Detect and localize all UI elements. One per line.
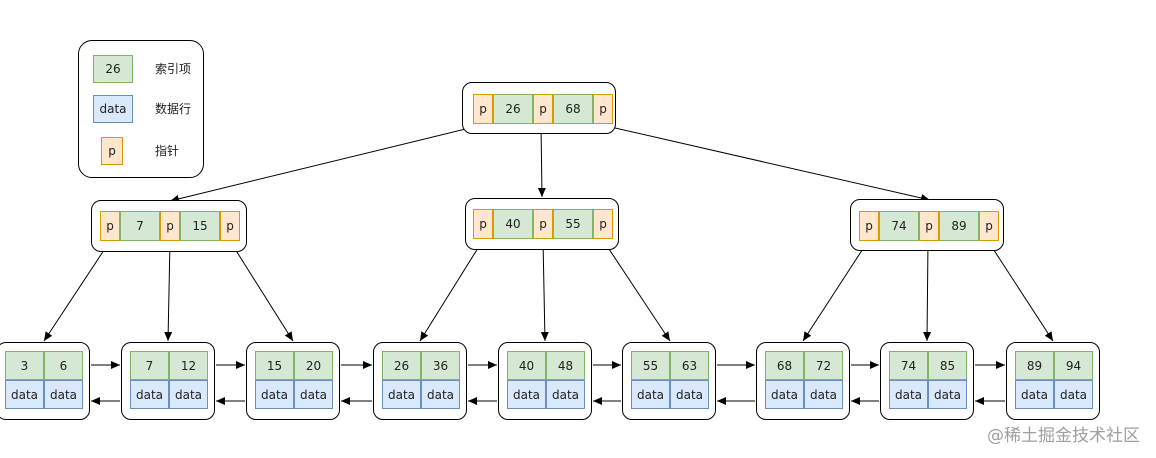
leaf-6-data-1: data bbox=[631, 380, 670, 409]
leaf-9-key-2: 94 bbox=[1054, 351, 1093, 380]
internal-node-3: p 74 p 89 p bbox=[850, 199, 1004, 251]
edge-internal-2-leaf-4 bbox=[419, 239, 484, 342]
internal-2-pointer-1: p bbox=[473, 209, 493, 239]
leaf-1-data-2: data bbox=[44, 380, 83, 409]
legend-item-index: 26 索引项 bbox=[79, 55, 205, 83]
edge-root-internal-3 bbox=[601, 124, 931, 202]
leaf-8-key-2: 85 bbox=[928, 351, 967, 380]
leaf-7-data-2: data bbox=[804, 380, 843, 409]
root-key-1: 26 bbox=[493, 94, 533, 124]
leaf-1-key-1: 3 bbox=[5, 351, 44, 380]
legend-swatch-data: data bbox=[93, 95, 133, 123]
internal-1-key-1: 7 bbox=[120, 211, 160, 241]
internal-node-2: p 40 p 55 p bbox=[465, 198, 619, 250]
internal-1-pointer-2: p bbox=[160, 211, 180, 241]
internal-3-key-1: 74 bbox=[879, 211, 919, 241]
leaf-7-key-2: 72 bbox=[804, 351, 843, 380]
leaf-9-data-2: data bbox=[1054, 380, 1093, 409]
leaf-2-key-1: 7 bbox=[130, 351, 169, 380]
watermark: @稀土掘金技术社区 bbox=[987, 426, 1140, 446]
leaf-2-data-1: data bbox=[130, 380, 169, 409]
leaf-6-data-2: data bbox=[670, 380, 709, 409]
edge-internal-2-leaf-5 bbox=[540, 239, 549, 342]
internal-3-pointer-2: p bbox=[919, 211, 939, 241]
edge-root-internal-2 bbox=[537, 124, 546, 198]
internal-3-pointer-1: p bbox=[859, 211, 879, 241]
legend-label-data: 数据行 bbox=[155, 102, 192, 116]
root-pointer-2: p bbox=[533, 94, 553, 124]
edge-internal-1-leaf-2 bbox=[164, 240, 173, 342]
edge-internal-3-leaf-8 bbox=[923, 240, 932, 342]
leaf-5-key-1: 40 bbox=[507, 351, 546, 380]
edge-internal-1-leaf-1 bbox=[43, 240, 111, 342]
leaf-4-data-1: data bbox=[382, 380, 421, 409]
internal-3-pointer-3: p bbox=[979, 211, 999, 241]
leaf-8-key-1: 74 bbox=[889, 351, 928, 380]
leaf-7-data-1: data bbox=[765, 380, 804, 409]
edge-internal-1-leaf-3 bbox=[229, 240, 294, 342]
root-node: p 26 p 68 p bbox=[462, 82, 616, 134]
internal-1-key-2: 15 bbox=[180, 211, 220, 241]
leaf-2-key-2: 12 bbox=[169, 351, 208, 380]
internal-1-pointer-1: p bbox=[100, 211, 120, 241]
leaf-5-data-2: data bbox=[546, 380, 585, 409]
internal-1-pointer-3: p bbox=[220, 211, 240, 241]
leaf-6-key-1: 55 bbox=[631, 351, 670, 380]
legend-label-index: 索引项 bbox=[155, 62, 192, 76]
root-pointer-3: p bbox=[593, 94, 613, 124]
leaf-7-key-1: 68 bbox=[765, 351, 804, 380]
internal-node-1: p 7 p 15 p bbox=[91, 200, 247, 252]
legend-item-pointer: p 指针 bbox=[79, 137, 205, 165]
leaf-4-data-2: data bbox=[421, 380, 460, 409]
edge-internal-2-leaf-6 bbox=[602, 239, 671, 342]
legend-item-data: data 数据行 bbox=[79, 95, 205, 123]
leaf-1-key-2: 6 bbox=[44, 351, 83, 380]
leaf-1-data-1: data bbox=[5, 380, 44, 409]
leaf-6-key-2: 63 bbox=[670, 351, 709, 380]
leaf-4-key-1: 26 bbox=[382, 351, 421, 380]
edge-root-internal-1 bbox=[169, 124, 483, 203]
leaf-3-key-1: 15 bbox=[255, 351, 294, 380]
legend: 26 索引项 data 数据行 p 指针 bbox=[78, 40, 204, 178]
legend-swatch-index: 26 bbox=[93, 55, 133, 83]
leaf-3-data-1: data bbox=[255, 380, 294, 409]
legend-label-pointer: 指针 bbox=[155, 144, 180, 158]
internal-3-key-2: 89 bbox=[939, 211, 979, 241]
internal-2-pointer-2: p bbox=[533, 209, 553, 239]
internal-2-key-1: 40 bbox=[493, 209, 533, 239]
legend-swatch-pointer: p bbox=[101, 137, 123, 165]
leaf-9-data-1: data bbox=[1015, 380, 1054, 409]
leaf-3-data-2: data bbox=[294, 380, 333, 409]
internal-2-key-2: 55 bbox=[553, 209, 593, 239]
leaf-4-key-2: 36 bbox=[421, 351, 460, 380]
leaf-3-key-2: 20 bbox=[294, 351, 333, 380]
internal-2-pointer-3: p bbox=[593, 209, 613, 239]
root-pointer-1: p bbox=[473, 94, 493, 124]
edge-internal-3-leaf-7 bbox=[802, 240, 869, 342]
leaf-2-data-2: data bbox=[169, 380, 208, 409]
leaf-8-data-1: data bbox=[889, 380, 928, 409]
edge-internal-3-leaf-9 bbox=[987, 240, 1054, 342]
leaf-5-data-1: data bbox=[507, 380, 546, 409]
leaf-8-data-2: data bbox=[928, 380, 967, 409]
root-key-2: 68 bbox=[553, 94, 593, 124]
leaf-9-key-1: 89 bbox=[1015, 351, 1054, 380]
leaf-5-key-2: 48 bbox=[546, 351, 585, 380]
